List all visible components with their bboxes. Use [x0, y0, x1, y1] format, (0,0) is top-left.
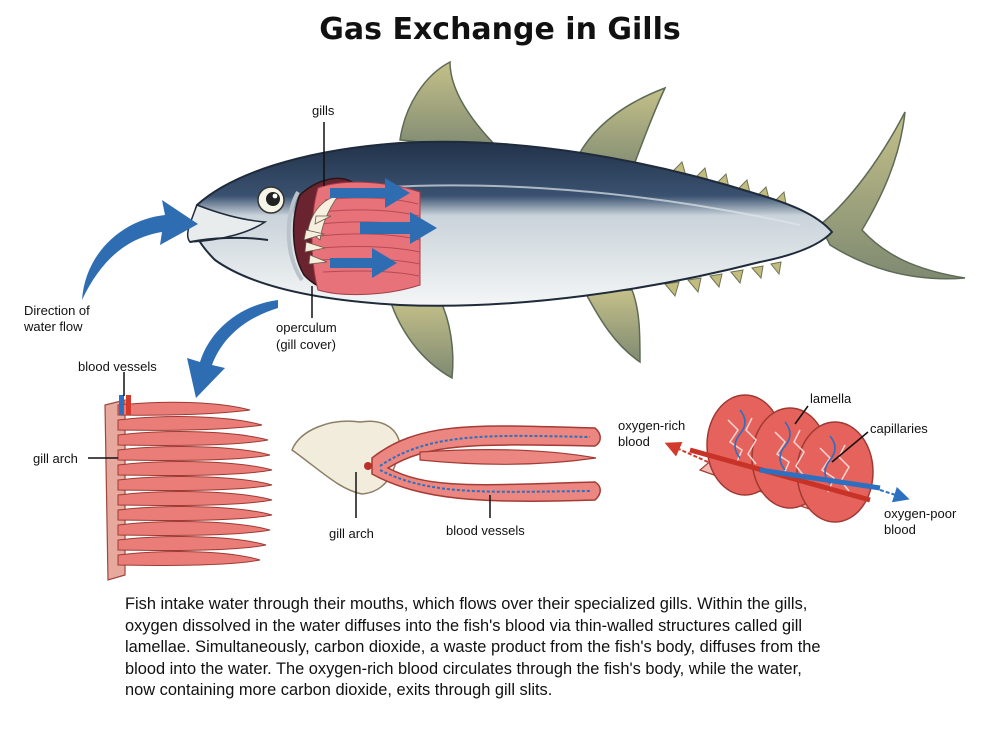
dorsal-fin: [399, 60, 503, 151]
label-oxygen-poor-line2: blood: [884, 522, 916, 537]
caption-line: now containing more carbon dioxide, exit…: [125, 681, 553, 699]
gill-arrow-3: [330, 248, 397, 278]
anal-fin: [583, 289, 641, 364]
tail-fin: [819, 111, 966, 280]
label-gills: gills: [312, 103, 335, 118]
side-identifier: 637187595: [5, 500, 25, 680]
caption-line: oxygen dissolved in the water diffuses i…: [125, 616, 803, 635]
gill-arch-section: [291, 420, 601, 503]
tuna-fish: [186, 60, 966, 380]
blood-vessel-out: [759, 467, 881, 491]
label-water-flow-line2: water flow: [24, 319, 83, 334]
caption-paragraph: Fish intake water through their mouths, …: [125, 594, 975, 702]
label-oxygen-rich-line2: blood: [618, 434, 650, 449]
label-lamella: lamella: [810, 391, 852, 406]
down-arrow: [187, 300, 278, 398]
gill-arrow-2: [360, 212, 437, 244]
oxygen-poor-arrow: [879, 486, 910, 503]
label-water-flow-line1: Direction of: [24, 303, 90, 318]
caption-line: lamellae. Simultaneously, carbon dioxide…: [125, 638, 821, 656]
gill-arch-filaments: [104, 395, 273, 581]
label-gill-arch-left: gill arch: [33, 451, 78, 466]
label-blood-vessels-mid: blood vessels: [446, 523, 525, 538]
caption-line: blood into the water. The oxygen-rich bl…: [125, 659, 802, 678]
water-flow-arrows: [330, 178, 437, 278]
diagram-title: Gas Exchange in Gills: [319, 12, 681, 47]
lamella-detail: [689, 394, 881, 523]
pelvic-fin: [388, 299, 454, 380]
second-dorsal-fin: [573, 86, 667, 176]
label-gill-arch-mid: gill arch: [329, 526, 374, 541]
label-oxygen-poor-line1: oxygen-poor: [884, 506, 957, 521]
label-capillaries: capillaries: [870, 421, 928, 436]
label-blood-vessels-top: blood vessels: [78, 359, 157, 374]
label-operculum-line2: (gill cover): [276, 337, 336, 352]
blood-vessel-blue: [119, 395, 124, 415]
label-operculum-line1: operculum: [276, 320, 337, 335]
blood-vessel-red: [126, 395, 131, 415]
incoming-water-arrow: [82, 200, 198, 300]
caption-line: Fish intake water through their mouths, …: [125, 595, 808, 613]
label-oxygen-rich-line1: oxygen-rich: [618, 418, 686, 433]
gill-arrow-1: [330, 178, 410, 208]
oxygen-rich-arrow: [664, 441, 709, 463]
